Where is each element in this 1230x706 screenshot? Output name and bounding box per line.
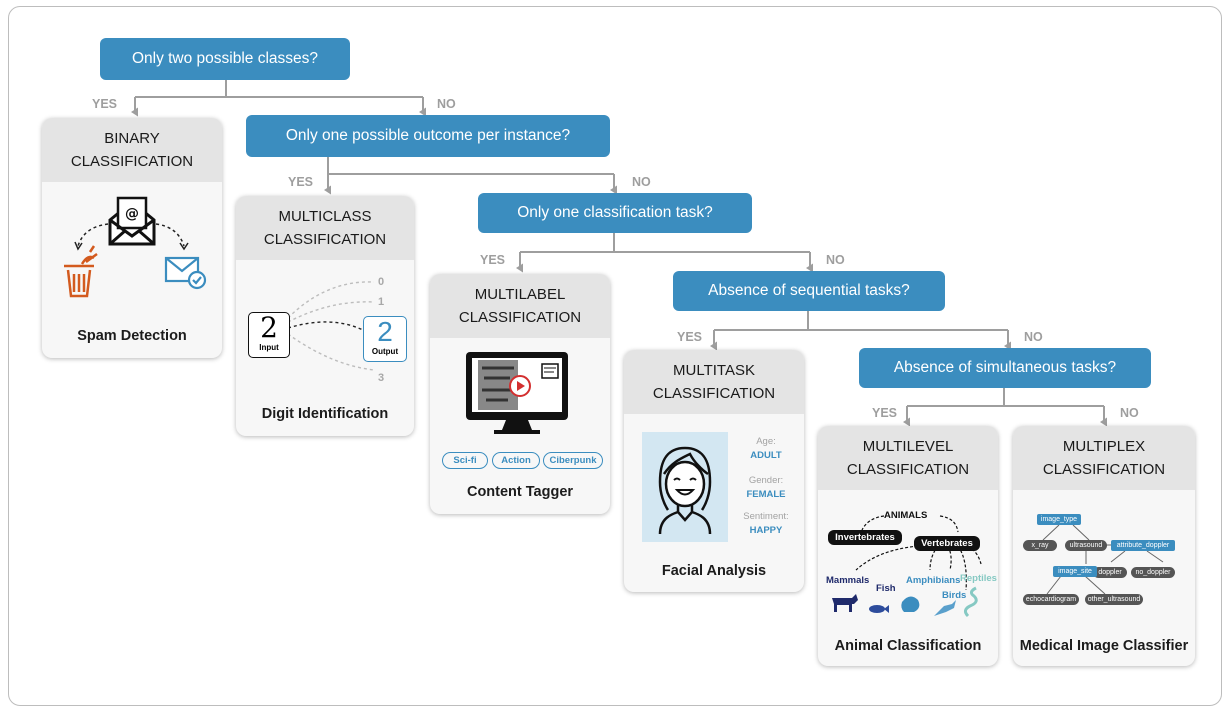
yes-label-5: YES xyxy=(872,406,898,420)
card-multitask-title: MULTITASK CLASSIFICATION xyxy=(624,350,804,414)
digit-illustration xyxy=(287,281,375,371)
card-multiplex: MULTIPLEX CLASSIFICATION image_type x_ra… xyxy=(1013,426,1195,666)
node-doppler: doppler xyxy=(1093,567,1127,578)
card-multiclass-title-line1: MULTICLASS xyxy=(278,208,372,225)
no-label-2: NO xyxy=(632,175,651,189)
node-image-type: image_type xyxy=(1037,514,1081,525)
card-multilabel-title-line2: CLASSIFICATION xyxy=(458,309,582,326)
spam-illustration: @ xyxy=(64,196,207,298)
card-multilabel: MULTILABEL CLASSIFICATION Sci-fi Action … xyxy=(430,274,610,514)
snake-icon xyxy=(963,586,978,618)
age-value: ADULT xyxy=(750,450,782,461)
envelope-at-icon: @ xyxy=(108,196,156,246)
card-binary-title-line2: CLASSIFICATION xyxy=(70,153,194,170)
frog-icon xyxy=(901,596,920,612)
card-multiclass-title-line2: CLASSIFICATION xyxy=(263,231,387,248)
question-one-outcome: Only one possible outcome per instance? xyxy=(246,115,610,157)
node-other-ultrasound: other_ultrasound xyxy=(1085,594,1143,605)
card-multiclass-title: MULTICLASS CLASSIFICATION xyxy=(236,196,414,260)
card-multitask: MULTITASK CLASSIFICATION Age: ADULT Gend… xyxy=(624,350,804,592)
fish-icon xyxy=(869,605,889,613)
node-x-ray: x_ray xyxy=(1023,540,1057,551)
gender-label: Gender: xyxy=(748,475,784,486)
question-sequential: Absence of sequential tasks? xyxy=(673,271,945,311)
leaf-fish: Fish xyxy=(876,583,896,594)
yes-label-1: YES xyxy=(92,97,118,111)
input-digit: 2 xyxy=(260,311,278,344)
card-multilevel: MULTILEVEL CLASSIFICATION ANIMALS Invert… xyxy=(818,426,998,666)
card-binary-title: BINARY CLASSIFICATION xyxy=(42,118,222,182)
leaf-birds: Birds xyxy=(942,590,967,601)
card-multitask-title-line2: CLASSIFICATION xyxy=(652,385,776,402)
card-multilabel-title: MULTILABEL CLASSIFICATION xyxy=(430,274,610,338)
leaf-reptiles: Reptiles xyxy=(960,573,997,584)
invertebrates-node: Invertebrates xyxy=(828,530,902,545)
node-ultrasound: ultrasound xyxy=(1065,540,1107,551)
tag-ciberpunk: Ciberpunk xyxy=(543,452,603,469)
gender-value: FEMALE xyxy=(746,489,786,500)
question-simultaneous: Absence of simultaneous tasks? xyxy=(859,348,1151,388)
output-digit-box: 2 Output xyxy=(363,316,407,362)
sentiment-value: HAPPY xyxy=(749,525,783,536)
yes-label-2: YES xyxy=(288,175,314,189)
face-panel xyxy=(642,432,728,542)
card-multilevel-example: Animal Classification xyxy=(834,638,982,654)
input-label: Input xyxy=(259,343,279,352)
cow-icon xyxy=(832,594,858,612)
candidate-0: 0 xyxy=(378,276,385,288)
candidate-1: 1 xyxy=(378,296,385,308)
trash-icon xyxy=(64,245,98,298)
no-label-5: NO xyxy=(1120,406,1139,420)
no-label-3: NO xyxy=(826,253,845,267)
bird-icon xyxy=(934,600,956,616)
input-digit-box: 2 Input xyxy=(248,312,290,358)
leaf-mammals: Mammals xyxy=(826,575,870,586)
card-binary: BINARY CLASSIFICATION @ Spam Detection xyxy=(42,118,222,358)
output-label: Output xyxy=(371,347,399,356)
play-icon xyxy=(509,375,531,397)
card-multiplex-title: MULTIPLEX CLASSIFICATION xyxy=(1013,426,1195,490)
vertebrates-node: Vertebrates xyxy=(914,536,980,551)
card-multiclass: MULTICLASS CLASSIFICATION 2 Input 2 Outp… xyxy=(236,196,414,436)
card-multilevel-title-line2: CLASSIFICATION xyxy=(846,461,970,478)
yes-label-3: YES xyxy=(480,253,506,267)
card-multitask-example: Facial Analysis xyxy=(661,563,767,579)
face-icon xyxy=(658,446,712,535)
card-multiclass-example: Digit Identification xyxy=(261,406,389,422)
card-multilevel-title-line1: MULTILEVEL xyxy=(862,438,954,455)
card-binary-example: Spam Detection xyxy=(77,328,187,344)
card-multilabel-title-line1: MULTILABEL xyxy=(474,286,566,303)
candidate-3: 3 xyxy=(378,372,385,384)
node-echocardiogram: echocardiogram xyxy=(1023,594,1079,605)
mail-check-icon xyxy=(164,256,207,290)
card-binary-title-line1: BINARY xyxy=(104,130,160,147)
animals-root: ANIMALS xyxy=(884,510,928,521)
tag-action: Action xyxy=(492,452,540,469)
medical-tree-lines xyxy=(1042,524,1164,595)
output-digit: 2 xyxy=(377,316,393,347)
node-attribute-doppler: attribute_doppler xyxy=(1111,540,1175,551)
card-multilevel-title: MULTILEVEL CLASSIFICATION xyxy=(818,426,998,490)
card-multiplex-title-line1: MULTIPLEX xyxy=(1062,438,1146,455)
monitor-icon xyxy=(466,352,568,434)
node-no-doppler: no_doppler xyxy=(1131,567,1175,578)
no-label-4: NO xyxy=(1024,330,1043,344)
animal-icons xyxy=(832,586,978,618)
card-multiplex-example: Medical Image Classifier xyxy=(1019,638,1189,654)
tag-scifi: Sci-fi xyxy=(442,452,488,469)
card-multiplex-title-line2: CLASSIFICATION xyxy=(1042,461,1166,478)
card-multitask-title-line1: MULTITASK xyxy=(673,362,755,379)
question-one-task: Only one classification task? xyxy=(478,193,752,233)
yes-label-4: YES xyxy=(677,330,703,344)
sentiment-label: Sentiment: xyxy=(743,511,789,522)
node-image-site: image_site xyxy=(1053,566,1097,577)
card-multilabel-example: Content Tagger xyxy=(466,484,574,500)
svg-text:@: @ xyxy=(125,206,139,222)
age-label: Age: xyxy=(756,436,776,447)
leaf-amphibians: Amphibians xyxy=(906,575,961,586)
question-two-classes: Only two possible classes? xyxy=(100,38,350,80)
no-label-1: NO xyxy=(437,97,456,111)
